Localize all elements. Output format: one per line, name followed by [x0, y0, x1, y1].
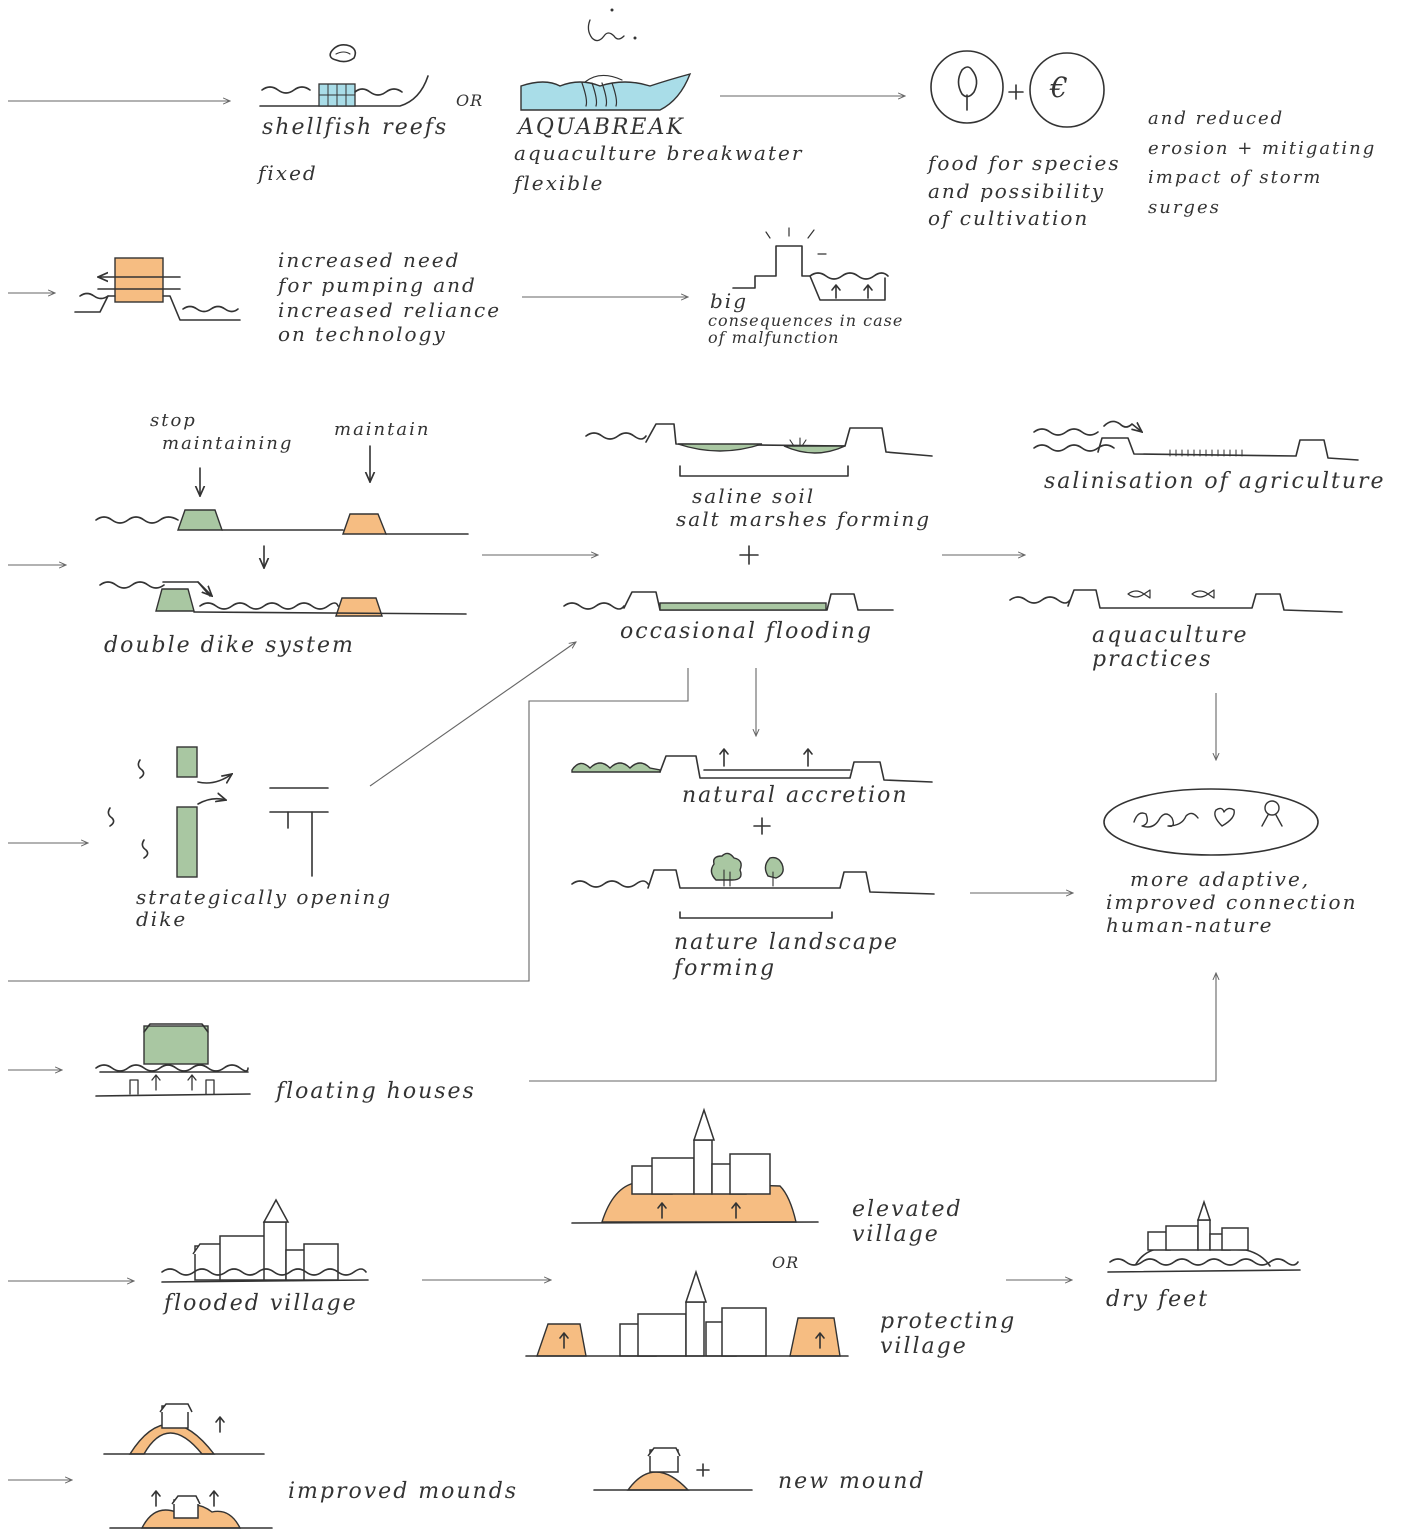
improved-mound-top-sketch — [103, 1403, 265, 1455]
floating-house-sketch — [95, 1023, 251, 1097]
double-dike-top-sketch — [95, 445, 469, 568]
salt-marsh-sketch — [585, 423, 933, 477]
strategic-opening-sketch — [107, 746, 329, 878]
connector-flooding-to-row4 — [8, 668, 689, 982]
label-adaptive: more adaptive, improved connection human… — [1106, 867, 1358, 937]
label-fixed: fixed — [258, 161, 318, 185]
label-dry-feet: dry feet — [1106, 1287, 1210, 1312]
seaweed-icon — [587, 8, 637, 42]
shellfish-reef-sketch — [259, 75, 429, 107]
connector-floating-to-adaptive — [529, 973, 1216, 1082]
flooded-village-sketch — [161, 1198, 369, 1283]
label-elevated-village: elevated village — [852, 1197, 963, 1247]
human-nature-ellipse — [1103, 788, 1319, 856]
label-pumping: increased need for pumping and increased… — [278, 248, 502, 347]
occasional-flooding-sketch — [563, 591, 894, 611]
aquaculture-sketch — [1009, 589, 1343, 613]
label-stop-maintaining: stop maintaining — [150, 410, 294, 454]
double-dike-bottom-sketch — [99, 581, 467, 617]
arrow-opening-to-flooding — [369, 642, 576, 787]
salinisation-sketch — [1033, 420, 1359, 461]
label-aquaculture-breakwater: aquaculture breakwater — [514, 141, 804, 165]
pumping-station-sketch — [74, 257, 241, 321]
label-or-1: OR — [456, 91, 484, 110]
label-saline-soil: saline soil — [692, 484, 816, 508]
natural-accretion-sketch — [571, 748, 933, 783]
new-mound-sketch — [593, 1447, 753, 1491]
label-improved-mounds: improved mounds — [288, 1479, 519, 1504]
shell-icon — [329, 44, 357, 63]
label-aquabreak: AQUABREAK — [518, 115, 685, 140]
protecting-village-sketch — [525, 1269, 849, 1357]
improved-mound-bottom-sketch — [109, 1490, 273, 1529]
label-food-species: food for species and possibility of cult… — [928, 151, 1121, 231]
label-new-mound: new mound — [778, 1469, 926, 1494]
label-aquaculture-practices: aquaculture practices — [1092, 623, 1249, 673]
label-double-dike: double dike system — [104, 633, 355, 658]
label-flexible: flexible — [514, 171, 605, 195]
malfunction-sketch — [732, 227, 889, 301]
label-occasional-flooding: occasional flooding — [620, 619, 873, 644]
euro-circle-icon — [1029, 52, 1105, 128]
label-salt-marshes: salt marshes forming — [676, 507, 932, 531]
label-floating-houses: floating houses — [276, 1079, 476, 1104]
label-salinisation: salinisation of agriculture — [1044, 469, 1386, 494]
label-protecting-village: protecting village — [880, 1309, 1017, 1359]
tree-circle-icon — [930, 50, 1004, 124]
connector-arrows — [8, 96, 1216, 1480]
label-shellfish-reefs: shellfish reefs — [262, 115, 449, 140]
euro-icon: € — [1050, 71, 1070, 104]
label-flooded-village: flooded village — [164, 1291, 358, 1316]
label-strategic-opening: strategically opening dike — [136, 885, 393, 931]
label-consequences: consequences in case of malfunction — [708, 311, 904, 347]
label-big: big — [710, 289, 749, 313]
label-natural-accretion: natural accretion — [682, 783, 909, 808]
label-nature-landscape: nature landscape forming — [674, 930, 900, 981]
label-maintain: maintain — [334, 419, 431, 440]
aquabreak-sketch — [520, 72, 692, 111]
dry-feet-village-sketch — [1107, 1199, 1301, 1273]
label-or-2: OR — [772, 1253, 800, 1272]
label-erosion: and reduced erosion + mitigating impact … — [1148, 108, 1377, 219]
elevated-village-sketch — [571, 1107, 819, 1224]
nature-landscape-sketch — [571, 852, 935, 919]
